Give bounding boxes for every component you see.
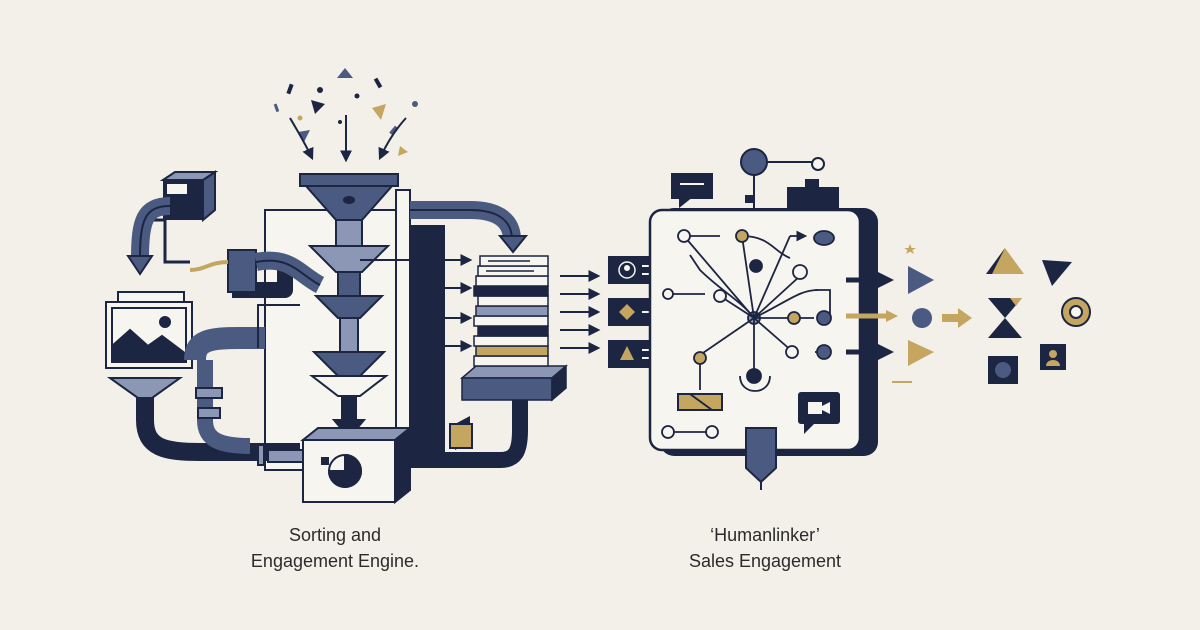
sales-engagement-board xyxy=(648,148,878,490)
caption-right-line2: Sales Engagement xyxy=(688,551,842,571)
video-chat-icon xyxy=(798,392,840,434)
caption-right-line1: ‘Humanlinker’ xyxy=(710,525,820,545)
circle-square-icon xyxy=(988,356,1018,384)
graph-nodes xyxy=(661,229,835,439)
caption-left-line1: Sorting and xyxy=(288,525,382,545)
ring-icon xyxy=(1061,297,1091,327)
caption-sorting-engine: Sorting and Engagement Engine. xyxy=(170,522,500,574)
output-shapes xyxy=(986,248,1091,384)
input-arrows xyxy=(289,115,407,163)
bottom-funnel xyxy=(106,327,309,466)
transfer-arrows xyxy=(560,270,601,354)
confetti xyxy=(273,68,418,156)
sort-arrows xyxy=(257,254,473,352)
output-arrows xyxy=(846,244,972,383)
image-icon xyxy=(105,291,193,369)
pie-chart-icon xyxy=(300,425,413,505)
pipe-network xyxy=(145,218,325,298)
caption-sales-engagement: ‘Humanlinker’ Sales Engagement xyxy=(600,522,930,574)
user-square-icon xyxy=(1040,344,1066,370)
funnel-icon xyxy=(299,173,399,440)
hourglass-icon xyxy=(988,298,1022,338)
board-top-attachments xyxy=(671,148,839,210)
triangle-icon xyxy=(1042,260,1072,286)
sorting-engine xyxy=(105,68,569,505)
input-box xyxy=(126,170,219,276)
bookmark-icon xyxy=(745,427,777,490)
caption-left-line2: Engagement Engine. xyxy=(250,551,420,571)
board-details xyxy=(677,393,723,411)
triangle-icon xyxy=(986,248,1024,274)
right-pipe-loop xyxy=(410,201,529,468)
stacked-documents-icon xyxy=(459,255,569,402)
